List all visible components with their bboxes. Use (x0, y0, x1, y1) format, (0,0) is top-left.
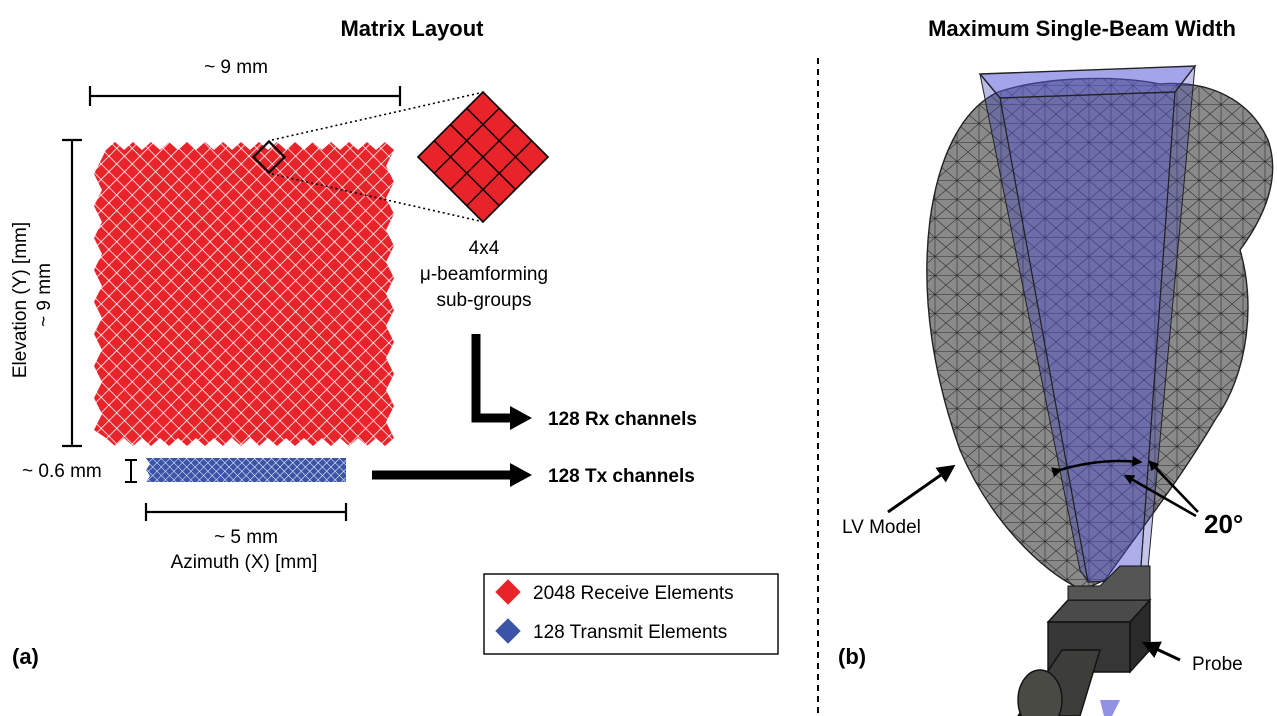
subgroup-label-line1: 4x4 (469, 238, 500, 259)
subgroup-label-line3: sub-groups (436, 290, 531, 311)
tx-height-dimension (125, 459, 137, 483)
tx-channels-label: 128 Tx channels (548, 466, 695, 487)
lv-model-label: LV Model (842, 517, 921, 538)
angle-label: 20° (1204, 509, 1243, 539)
angle-indicator (1051, 456, 1199, 518)
y-axis-label: Elevation (Y) [mm] (10, 222, 31, 378)
transmit-element-row (146, 458, 346, 482)
panel-a-label: (a) (12, 644, 39, 669)
rx-channels-label: 128 Rx channels (548, 409, 697, 430)
tx-width-dimension (144, 503, 348, 521)
subgroup-label-line2: μ-beamforming (420, 264, 548, 285)
lv-model-mesh (926, 77, 1274, 591)
receive-legend-swatch (495, 579, 521, 605)
width-dimension-line (88, 86, 402, 106)
probe-label: Probe (1192, 654, 1243, 675)
panel-b-title: Maximum Single-Beam Width (928, 16, 1236, 41)
rx-arrow (471, 334, 532, 430)
transmit-legend-swatch (495, 618, 521, 644)
probe-arrow (1141, 641, 1181, 662)
zoom-lines (271, 91, 485, 223)
x-axis-label: Azimuth (X) [mm] (171, 552, 318, 573)
tx-arrow (372, 463, 532, 487)
probe-model (1017, 565, 1152, 716)
height-dimension-label: ~ 9 mm (34, 263, 55, 327)
highlighted-subgroup (251, 139, 287, 175)
tx-height-label: ~ 0.6 mm (22, 461, 102, 482)
height-dimension-line (62, 138, 82, 448)
receive-element-matrix (94, 142, 394, 446)
subgroup-4x4-zoom (416, 90, 550, 224)
lv-arrow (887, 464, 956, 514)
panel-a-title: Matrix Layout (340, 16, 484, 41)
panel-b-label: (b) (838, 644, 866, 669)
transmit-legend-label: 128 Transmit Elements (533, 622, 727, 643)
width-dimension-label: ~ 9 mm (204, 57, 268, 78)
receive-legend-label: 2048 Receive Elements (533, 583, 734, 604)
tx-width-label: ~ 5 mm (214, 527, 278, 548)
legend: 2048 Receive Elements 128 Transmit Eleme… (483, 573, 779, 655)
